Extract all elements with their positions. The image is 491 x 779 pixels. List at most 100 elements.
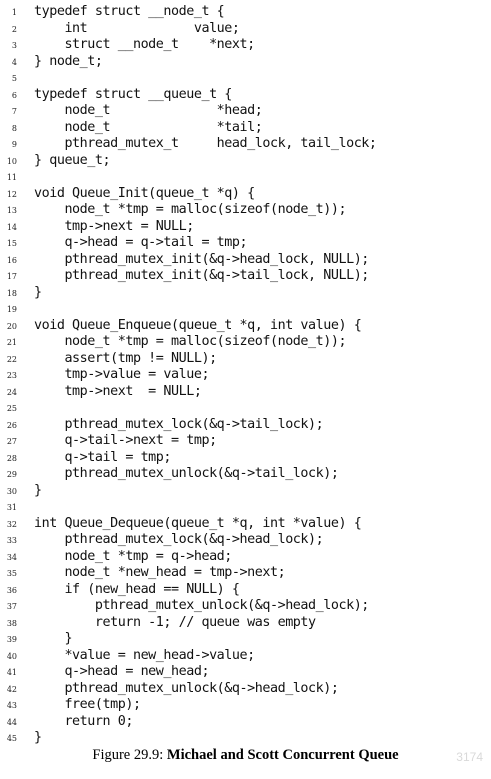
- code-line: 32 int Queue_Dequeue(queue_t *q, int *val…: [0, 516, 491, 533]
- watermark: 3174: [456, 750, 483, 764]
- line-number: 30: [6, 486, 17, 496]
- code-text: int value;: [34, 20, 240, 36]
- code-line: 23 tmp->value = value;: [0, 367, 491, 384]
- line-number: 4: [11, 57, 17, 67]
- code-line: 41 q->head = new_head;: [0, 664, 491, 681]
- code-line: 31: [0, 499, 491, 516]
- line-number: 5: [11, 74, 17, 83]
- code-line: 6 typedef struct __queue_t {: [0, 87, 491, 104]
- figure-caption-title: Michael and Scott Concurrent Queue: [166, 747, 399, 763]
- code-line: 12 void Queue_Init(queue_t *q) {: [0, 186, 491, 203]
- code-text: pthread_mutex_lock(&q->tail_lock);: [34, 416, 324, 432]
- code-line: 3 struct __node_t *next;: [0, 37, 491, 54]
- code-text: pthread_mutex_unlock(&q->head_lock);: [34, 680, 339, 696]
- line-number: 16: [6, 255, 17, 265]
- line-number: 27: [6, 437, 17, 446]
- code-text: pthread_mutex_lock(&q->head_lock);: [34, 532, 324, 547]
- figure-caption-prefix: Figure 29.9:: [92, 747, 167, 763]
- code-text: void Queue_Enqueue(queue_t *q, int value…: [34, 317, 362, 333]
- code-line: 8 node_t *tail;: [0, 120, 491, 137]
- code-line: 28 q->tail = tmp;: [0, 450, 491, 467]
- line-number: 12: [6, 189, 17, 199]
- line-number: 22: [6, 354, 17, 364]
- code-text: void Queue_Init(queue_t *q) {: [34, 185, 255, 201]
- code-line: 37 pthread_mutex_unlock(&q->head_lock);: [0, 598, 491, 615]
- line-number: 28: [6, 453, 17, 463]
- line-number: 11: [6, 173, 17, 182]
- line-number: 39: [6, 635, 17, 644]
- code-line: 17 pthread_mutex_init(&q->tail_lock, NUL…: [0, 268, 491, 285]
- code-line: 38 return -1; // queue was empty: [0, 615, 491, 632]
- line-number: 6: [11, 90, 17, 100]
- code-line: 27 q->tail->next = tmp;: [0, 433, 491, 450]
- line-number: 35: [6, 569, 17, 578]
- code-text: if (new_head == NULL) {: [34, 581, 240, 597]
- code-line: 35 node_t *new_head = tmp->next;: [0, 565, 491, 582]
- line-number: 19: [6, 305, 17, 314]
- code-text: node_t *tail;: [34, 119, 263, 135]
- code-text: struct __node_t *next;: [34, 37, 255, 52]
- code-text: } node_t;: [34, 53, 103, 69]
- line-number: 9: [11, 140, 17, 149]
- code-line: 42 pthread_mutex_unlock(&q->head_lock);: [0, 681, 491, 698]
- code-text: }: [34, 284, 42, 300]
- code-line: 21 node_t *tmp = malloc(sizeof(node_t));: [0, 334, 491, 351]
- code-line: 25: [0, 400, 491, 417]
- code-text: q->tail = tmp;: [34, 449, 172, 465]
- line-number: 24: [6, 387, 17, 397]
- line-number: 13: [6, 206, 17, 215]
- code-line: 36 if (new_head == NULL) {: [0, 582, 491, 599]
- code-line: 4 } node_t;: [0, 54, 491, 71]
- code-text: q->tail->next = tmp;: [34, 433, 217, 448]
- line-number: 29: [6, 470, 17, 479]
- code-text: node_t *head;: [34, 103, 263, 118]
- code-text: pthread_mutex_unlock(&q->head_lock);: [34, 598, 369, 613]
- code-text: int Queue_Dequeue(queue_t *q, int *value…: [34, 515, 362, 531]
- code-text: return 0;: [34, 713, 133, 729]
- code-text: typedef struct __queue_t {: [34, 86, 232, 102]
- code-line: 24 tmp->next = NULL;: [0, 384, 491, 401]
- code-line: 45}: [0, 730, 491, 747]
- code-text: node_t *new_head = tmp->next;: [34, 565, 286, 580]
- code-text: q->head = new_head;: [34, 664, 210, 679]
- code-line: 16 pthread_mutex_init(&q->head_lock, NUL…: [0, 252, 491, 269]
- line-number: 41: [6, 668, 17, 677]
- code-text: }: [34, 482, 42, 498]
- code-text: assert(tmp != NULL);: [34, 350, 217, 366]
- code-line: 10} queue_t;: [0, 153, 491, 170]
- line-number: 10: [6, 156, 17, 166]
- code-line: 26 pthread_mutex_lock(&q->tail_lock);: [0, 417, 491, 434]
- line-number: 32: [6, 519, 17, 529]
- line-number: 1: [11, 8, 17, 17]
- figure-caption: Figure 29.9: Michael and Scott Concurren…: [0, 747, 491, 764]
- code-text: pthread_mutex_t head_lock, tail_lock;: [34, 136, 377, 151]
- line-number: 8: [11, 123, 17, 133]
- code-line: 5: [0, 70, 491, 87]
- line-number: 44: [6, 717, 17, 727]
- code-text: pthread_mutex_init(&q->head_lock, NULL);: [34, 251, 369, 267]
- code-line: 13 node_t *tmp = malloc(sizeof(node_t));: [0, 202, 491, 219]
- line-number: 15: [6, 239, 17, 248]
- line-number: 2: [11, 24, 17, 34]
- code-text: *value = new_head->value;: [34, 647, 255, 663]
- line-number: 25: [6, 404, 17, 413]
- code-text: return -1; // queue was empty: [34, 614, 316, 630]
- code-text: free(tmp);: [34, 697, 141, 712]
- line-number: 33: [6, 536, 17, 545]
- code-text: node_t *tmp = malloc(sizeof(node_t));: [34, 202, 347, 217]
- line-number: 17: [6, 272, 17, 281]
- code-text: q->head = q->tail = tmp;: [34, 235, 248, 250]
- line-number: 40: [6, 651, 17, 661]
- code-text: }: [34, 631, 73, 646]
- code-line: 15 q->head = q->tail = tmp;: [0, 235, 491, 252]
- line-number: 36: [6, 585, 17, 595]
- code-line: 40 *value = new_head->value;: [0, 648, 491, 665]
- line-number: 42: [6, 684, 17, 694]
- code-line: 22 assert(tmp != NULL);: [0, 351, 491, 368]
- code-text: node_t *tmp = q->head;: [34, 548, 232, 564]
- code-text: }: [34, 730, 42, 745]
- line-number: 45: [6, 734, 17, 743]
- line-number: 7: [11, 107, 17, 116]
